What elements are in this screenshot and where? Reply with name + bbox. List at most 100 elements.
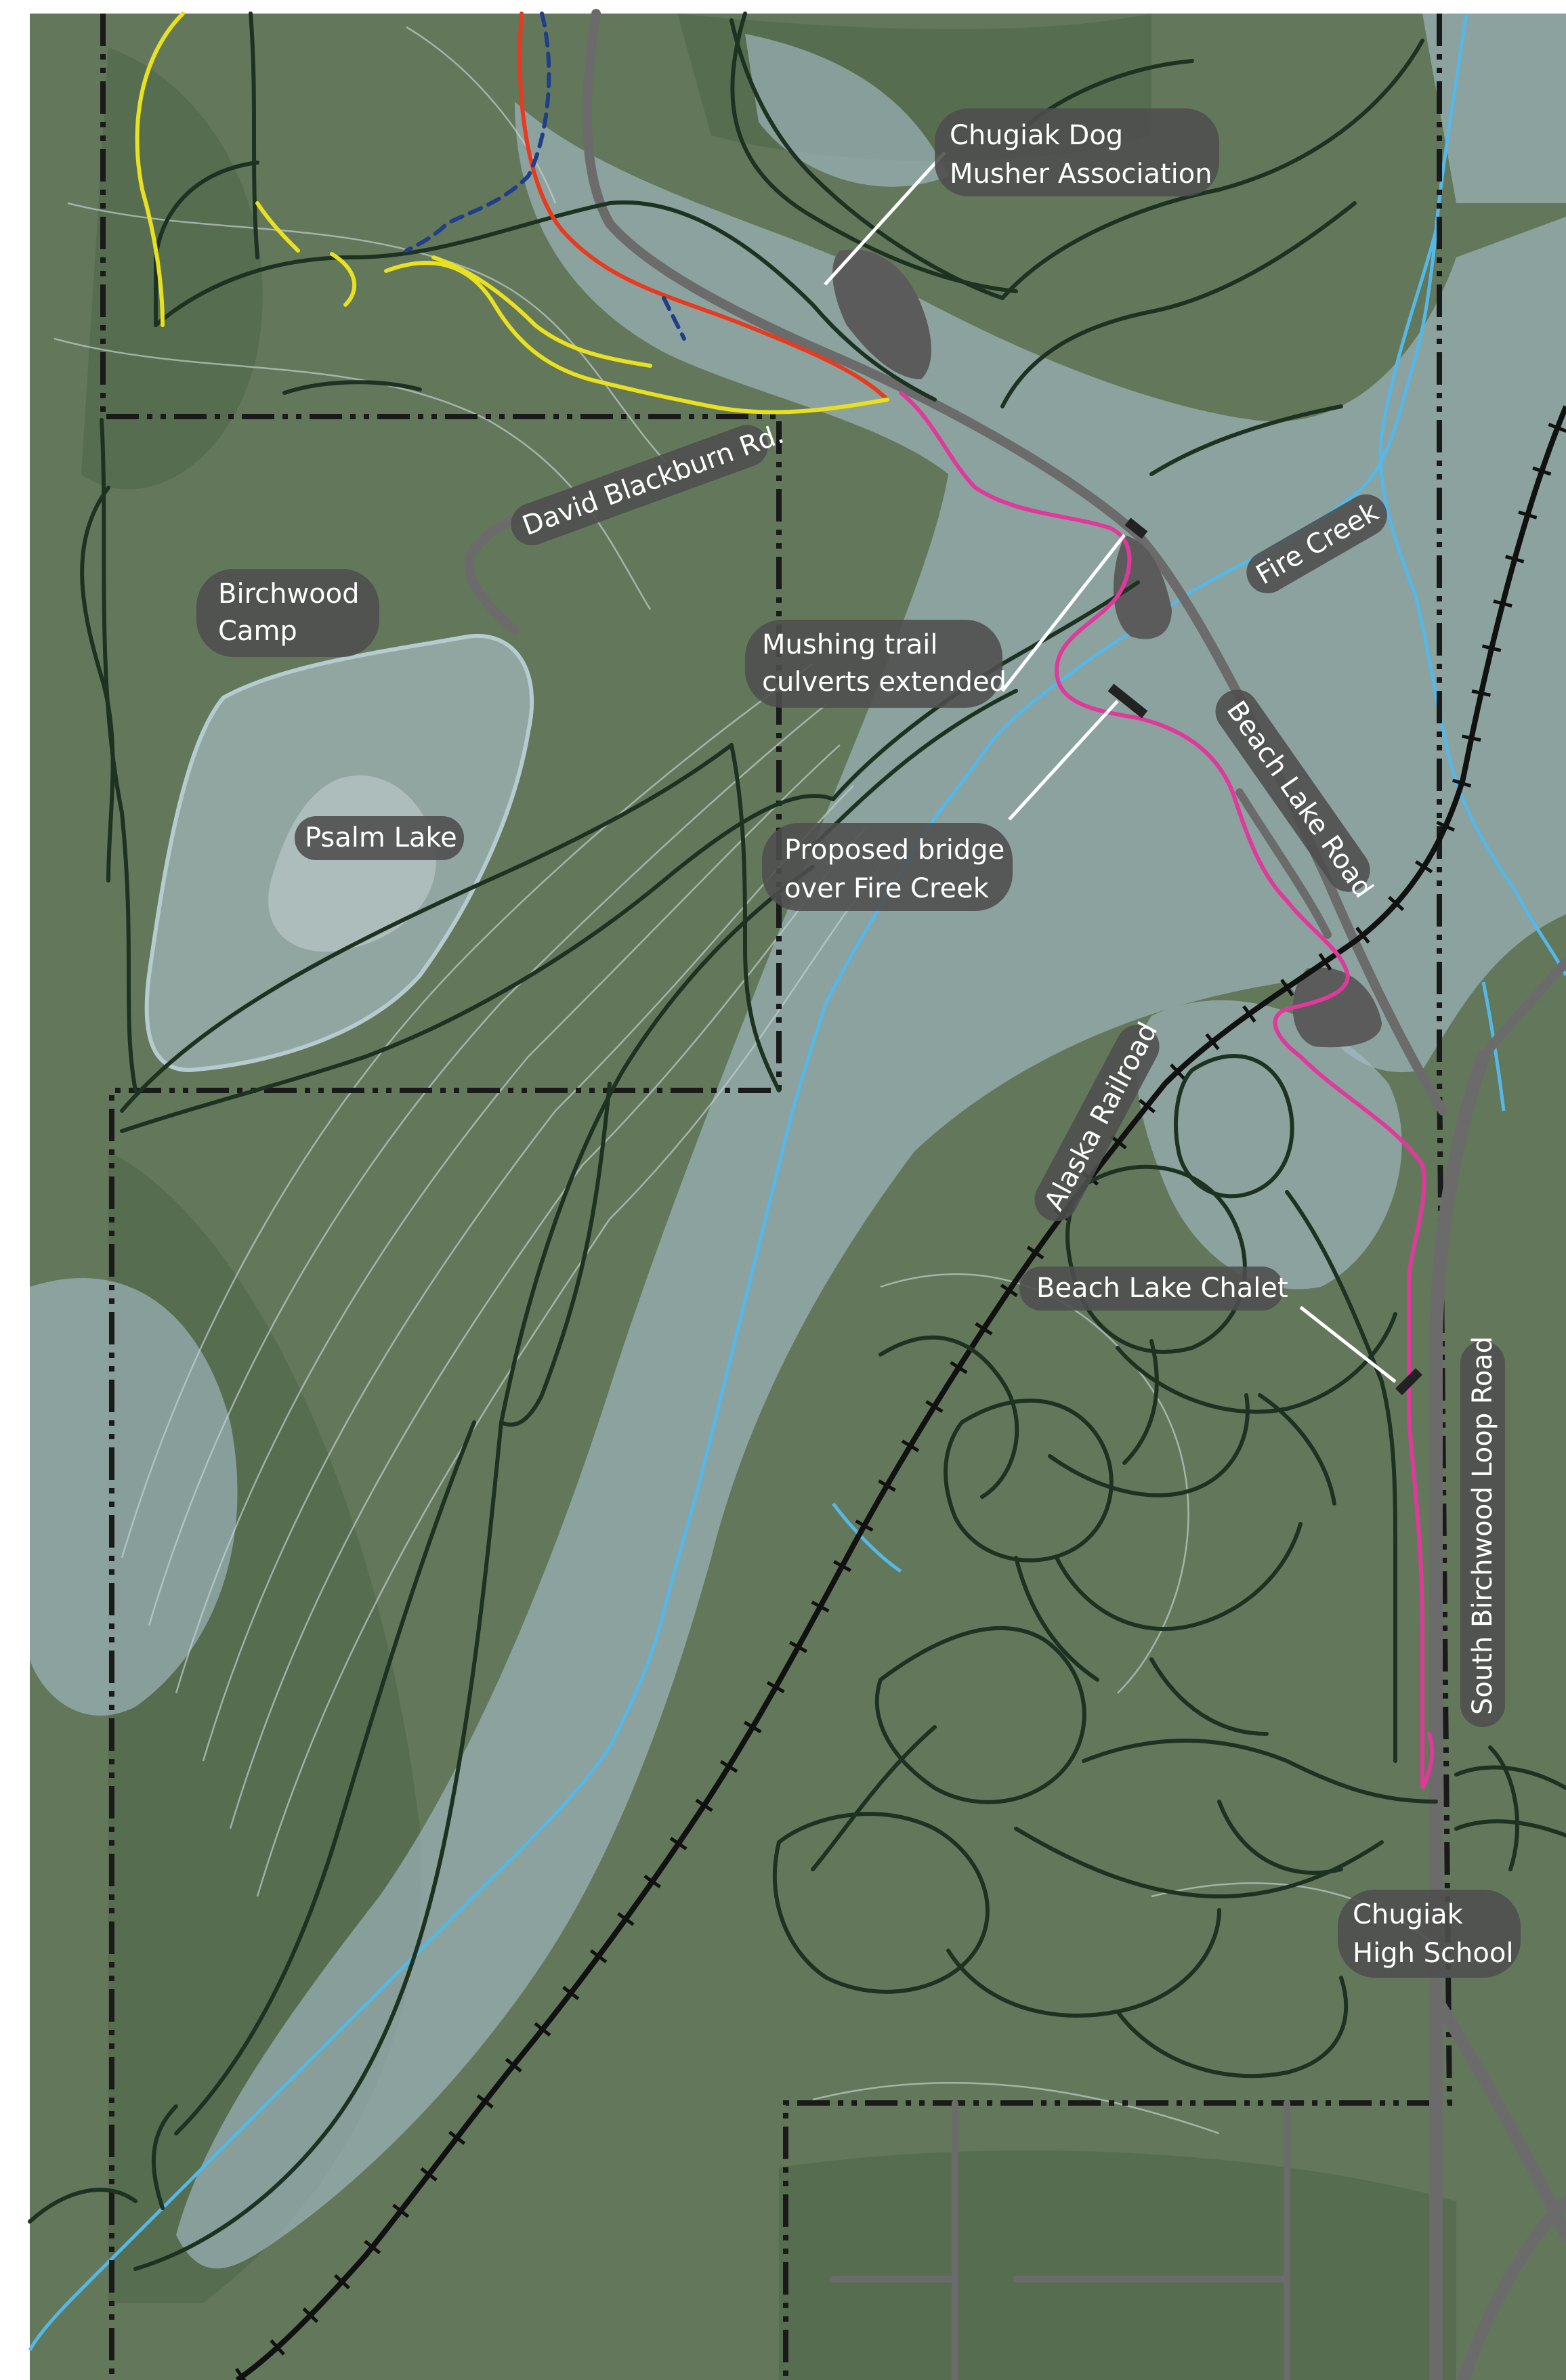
birchwood-line-2: Camp [218, 616, 297, 647]
yellow-trail-5 [431, 255, 652, 368]
fire-creek [28, 13, 1468, 2352]
colored-trails [135, 12, 1435, 1789]
railroad-tie [589, 1949, 608, 1963]
railroad-tie [1026, 1246, 1044, 1260]
dog-musher-parking [832, 249, 931, 379]
beach-lake-chalet-text: Beach Lake Chalet [1036, 1273, 1288, 1304]
blue-dashed-trail-1 [404, 12, 551, 253]
mushing-trail [899, 391, 1435, 1789]
south-birchwood-text: South Birchwood Loop Road [1467, 1336, 1498, 1715]
railroad-tie [695, 1798, 713, 1812]
birchwood-line-1: Birchwood [218, 578, 360, 610]
beach-lake-road [582, 9, 1447, 1115]
railroad-tie [719, 1760, 738, 1773]
dog-musher-leader [824, 151, 946, 286]
blue-dashed-trail-2 [662, 296, 686, 341]
chalet-leader [1299, 1306, 1397, 1383]
railroad-tie [1493, 599, 1512, 608]
label-proposed-bridge: Proposed bridge over Fire Creek [762, 823, 1013, 911]
label-chugiak-dog-musher: Chugiak Dog Musher Association [935, 108, 1219, 196]
railroad-tie [392, 2203, 410, 2218]
railroad-tie [1414, 860, 1433, 874]
railroad-tie [811, 1600, 830, 1613]
railroad-tie [364, 2240, 381, 2255]
leader-lines [824, 151, 1397, 1383]
railroad-tie [302, 2307, 319, 2323]
railroad-tie [1481, 644, 1502, 652]
railroad-tie [505, 2058, 522, 2073]
railroad-tie [1462, 734, 1481, 742]
railroad-tie [1548, 423, 1566, 433]
railroad-tie [616, 1912, 635, 1926]
railroad-tie [534, 2022, 551, 2037]
chugiak-hs-line-2: High School [1353, 1938, 1513, 1969]
railroad-tie [832, 1560, 851, 1573]
railroad-tie [901, 1439, 920, 1453]
railroad-tie [643, 1874, 662, 1889]
road-spur [1235, 788, 1332, 939]
railroad-tie [1109, 1134, 1127, 1149]
dog-musher-line-1: Chugiak Dog [950, 120, 1123, 151]
creek-tributary-1 [1378, 230, 1566, 977]
creek-tributary-2 [832, 1502, 902, 1573]
highway-ramp [1430, 1992, 1566, 2241]
red-trail [517, 12, 889, 402]
railroad-tie [476, 2094, 494, 2109]
railroad-tie [1452, 778, 1472, 788]
structure-markers [1107, 517, 1422, 1395]
map-white-margin-top [0, 0, 1566, 14]
yellow-trail-3 [330, 252, 356, 307]
railroad-tie [1388, 895, 1405, 912]
label-mushing-trail: Mushing trail culverts extended [745, 620, 1007, 708]
railroad-tie [1170, 1063, 1185, 1080]
bridge-line-1: Proposed bridge [784, 834, 1004, 866]
railroad-tie [975, 1322, 993, 1336]
south-birchwood-loop-road-north [1479, 957, 1566, 1061]
roads [464, 9, 1566, 2380]
railroad-line [235, 405, 1566, 2380]
railroad-tie [1355, 927, 1370, 944]
railroad-tie [925, 1400, 944, 1414]
creeks [28, 13, 1566, 2352]
railroad-tie [855, 1519, 874, 1532]
chugiak-hs-line-1: Chugiak [1353, 1899, 1464, 1930]
mushing-culvert-leader [1001, 534, 1126, 692]
railroad-tie [1505, 555, 1525, 564]
railroad-tie [878, 1479, 896, 1492]
label-chugiak-high-school: Chugiak High School [1338, 1890, 1521, 1978]
bridge-leader [1008, 700, 1119, 821]
railroad-tie [420, 2167, 438, 2182]
railroad-tie [950, 1361, 968, 1374]
area-boundary [100, 14, 1453, 2380]
railroad-tie [743, 1720, 762, 1734]
railroad-tie [1000, 1283, 1018, 1298]
chalet-parking [1292, 967, 1382, 1048]
railroad-tie [333, 2274, 350, 2290]
railroad-tie [562, 1986, 580, 2001]
railroad-tie [1280, 979, 1294, 997]
culvert-marker [1124, 517, 1148, 539]
railroad-tie [1205, 1033, 1220, 1050]
railroad-tie [1318, 953, 1332, 971]
label-birchwood-camp: Birchwood Camp [196, 569, 379, 657]
railroad-tie [270, 2339, 285, 2356]
yellow-trail-1 [135, 12, 185, 327]
map-white-margin-left [0, 0, 30, 2380]
south-birchwood-loop-road [1429, 1050, 1490, 2380]
railroad-tie [1436, 820, 1455, 832]
railroad-tie [789, 1640, 807, 1653]
highway [1457, 2195, 1566, 2380]
bridge-line-2: over Fire Creek [784, 873, 990, 904]
dog-musher-line-2: Musher Association [950, 158, 1212, 190]
label-south-birchwood-loop-road: South Birchwood Loop Road [1460, 1336, 1505, 1727]
mushing-line-1: Mushing trail [762, 629, 938, 660]
yellow-trail-4 [384, 261, 889, 415]
railroad-tie [1139, 1099, 1156, 1113]
bridge-marker [1107, 683, 1148, 719]
yellow-trail-2 [255, 201, 300, 253]
railroad-tie [234, 2368, 247, 2380]
railroad-tie [766, 1680, 785, 1694]
railroad-tie [1471, 689, 1491, 697]
